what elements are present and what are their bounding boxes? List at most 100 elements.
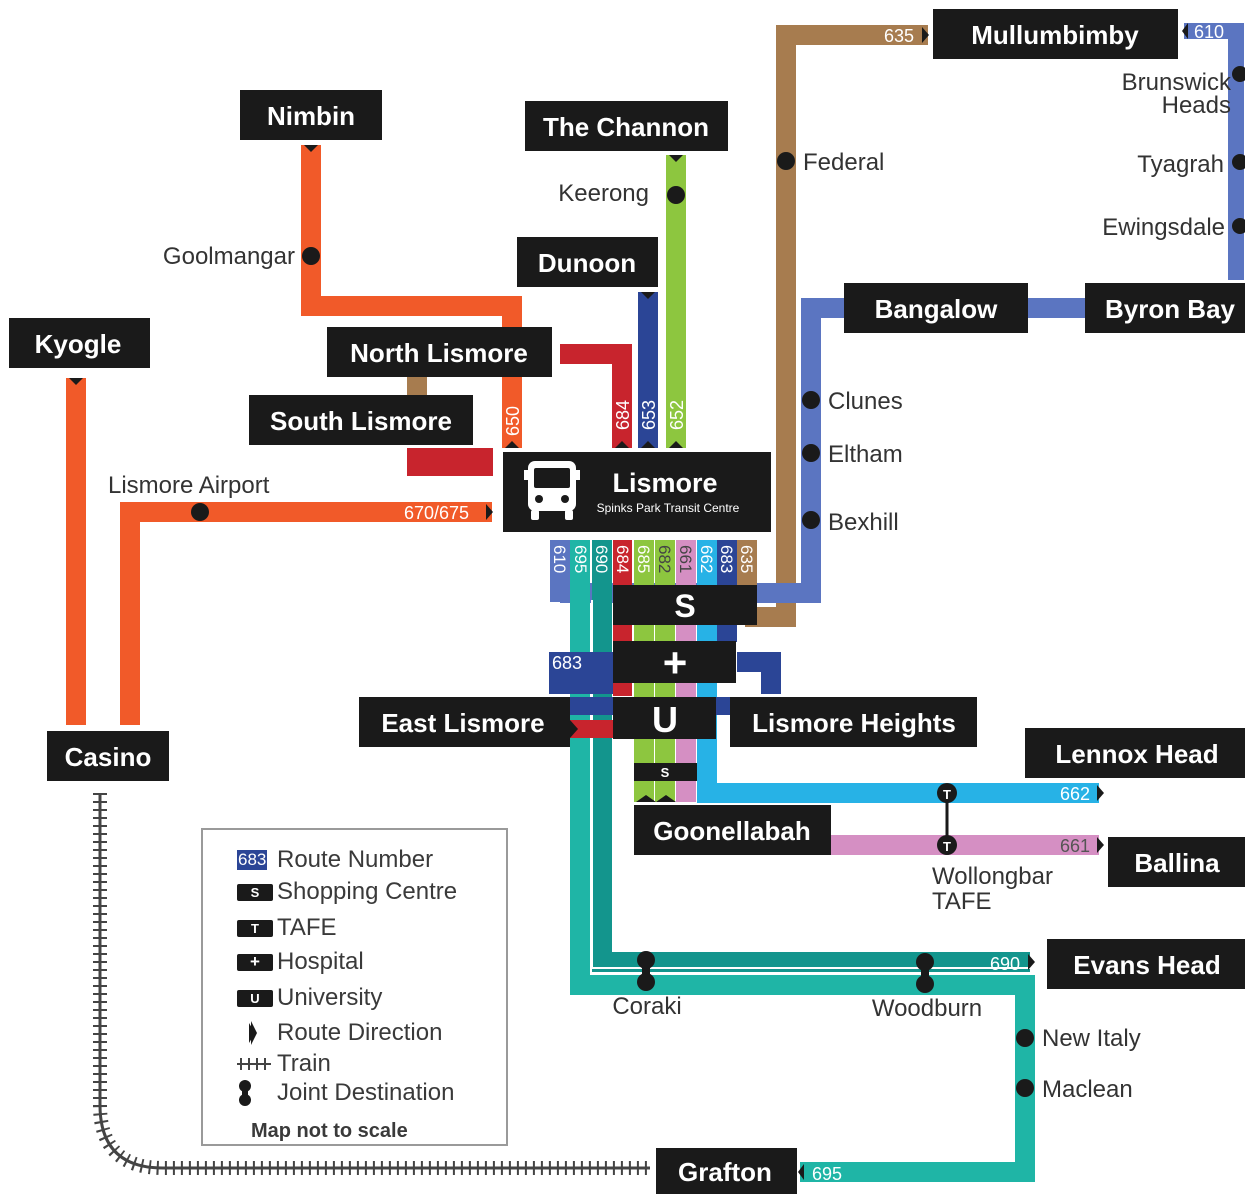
legend-train: Train — [277, 1050, 331, 1077]
south-lismore-line — [407, 448, 493, 476]
stop-wollongbar: Wollongbar — [932, 863, 1053, 890]
stop-heads: Heads — [1162, 92, 1231, 119]
stop-dot — [777, 152, 795, 170]
legend-row-direction: Route Direction — [237, 1019, 442, 1047]
stop-tyagrah: Tyagrah — [1137, 151, 1224, 178]
legend-tafe: TAFE — [277, 914, 337, 941]
hub-subtitle: Spinks Park Transit Centre — [597, 501, 740, 515]
arrow-icon — [1182, 23, 1188, 39]
stop-keerong: Keerong — [558, 180, 649, 207]
arrow-icon — [922, 27, 929, 43]
university-block-label: U — [652, 699, 678, 740]
stop-dot — [1232, 218, 1245, 234]
arrow-icon — [641, 292, 655, 299]
bundle-label-682: 682 — [655, 545, 674, 573]
arrow-icon — [304, 145, 318, 152]
hospital-icon: + — [237, 952, 273, 971]
stop-dot — [802, 391, 820, 409]
route-684-line — [560, 344, 632, 448]
tafe-icon — [937, 783, 957, 803]
stop-dot — [1232, 154, 1245, 170]
arrow-icon — [669, 441, 683, 448]
stop-dot — [191, 503, 209, 521]
route-670-line — [120, 502, 492, 725]
town-lennox-head: Lennox Head — [1055, 739, 1218, 769]
hospital-block-label: + — [663, 639, 688, 686]
town-south-lismore: South Lismore — [270, 406, 452, 436]
legend-row-shopping: S Shopping Centre — [237, 878, 457, 906]
town-grafton: Grafton — [678, 1157, 772, 1187]
arrow-icon — [641, 441, 655, 448]
shopping-icon: S — [237, 883, 273, 901]
route-683-line — [737, 652, 781, 694]
stop-dot — [302, 247, 320, 265]
town-dunoon: Dunoon — [538, 248, 636, 278]
hub-title: Lismore — [612, 468, 717, 498]
town-nimbin: Nimbin — [267, 101, 355, 131]
lismore-hub: Lismore Spinks Park Transit Centre — [503, 452, 771, 532]
route-label-695: 695 — [812, 1164, 842, 1184]
bus-icon — [524, 461, 580, 520]
bundle-label-683: 683 — [717, 545, 736, 573]
arrow-icon — [656, 795, 676, 802]
legend-row-hospital: + Hospital — [237, 948, 364, 976]
stop-brunswick: Brunswick — [1122, 69, 1232, 96]
town-east-lismore: East Lismore — [381, 708, 544, 738]
stop-clunes: Clunes — [828, 388, 903, 415]
north-south-connector — [407, 376, 427, 396]
legend-row-tafe: T TAFE — [237, 914, 337, 942]
legend-row-train: Train — [237, 1050, 331, 1078]
town-casino: Casino — [65, 742, 152, 772]
town-north-lismore: North Lismore — [350, 338, 528, 368]
goonellabah-shopping-block — [634, 763, 697, 781]
legend-joint-destination: Joint Destination — [277, 1079, 455, 1106]
legend-shopping-centre: Shopping Centre — [277, 878, 458, 905]
legend-row-route: 683 Route Number — [237, 846, 433, 874]
arrow-icon — [636, 795, 656, 802]
stop-coraki: Coraki — [612, 993, 681, 1020]
route-635-line — [745, 25, 928, 627]
stop-dot — [802, 444, 820, 462]
shopping-block-label: S — [674, 588, 695, 624]
arrow-icon — [1097, 837, 1104, 853]
stop-dots — [191, 66, 1245, 1097]
town-byron-bay: Byron Bay — [1105, 294, 1236, 324]
legend-route-number: Route Number — [277, 846, 434, 873]
stop-dot — [1016, 1029, 1034, 1047]
stop-eltham: Eltham — [828, 441, 903, 468]
town-lismore-heights: Lismore Heights — [752, 708, 956, 738]
facilities: S + U S — [613, 585, 757, 781]
stop-maclean: Maclean — [1042, 1076, 1133, 1103]
route-610-coast-line — [1184, 23, 1244, 280]
train-icon — [237, 1058, 271, 1070]
map-legend: 683 Route Number S Shopping Centre T TAF… — [201, 828, 508, 1146]
bundle-label-690: 690 — [592, 545, 611, 573]
stop-dot — [802, 511, 820, 529]
stop-woodburn: Woodburn — [872, 995, 982, 1022]
route-label-650: 650 — [503, 406, 523, 436]
town-labels: Nimbin The Channon Dunoon Mullumbimby Ky… — [9, 9, 1245, 1194]
legend-note: Map not to scale — [251, 1120, 408, 1142]
town-evans-head: Evans Head — [1073, 950, 1220, 980]
route-label-610: 610 — [1194, 22, 1224, 42]
stop-dot — [1232, 66, 1245, 82]
route-label-684: 684 — [613, 400, 633, 430]
stop-dot — [1016, 1079, 1034, 1097]
arrow-icon — [505, 441, 519, 448]
legend-route-direction: Route Direction — [277, 1019, 443, 1046]
tafe-markers: T T — [937, 783, 957, 855]
stop-federal: Federal — [803, 149, 884, 176]
route-label-653: 653 — [639, 400, 659, 430]
town-goonellabah: Goonellabah — [653, 816, 810, 846]
route-label-670: 670/675 — [404, 503, 469, 523]
town-ballina: Ballina — [1134, 848, 1220, 878]
tafe-marker-label: T — [943, 839, 951, 854]
shopping-block — [613, 585, 757, 625]
route-label-635: 635 — [884, 26, 914, 46]
town-bangalow: Bangalow — [875, 294, 999, 324]
bundle-label-635: 635 — [737, 545, 756, 573]
train-ties — [93, 793, 650, 1175]
bundle-label-695: 695 — [571, 545, 590, 573]
bundle-label-662: 662 — [697, 545, 716, 573]
